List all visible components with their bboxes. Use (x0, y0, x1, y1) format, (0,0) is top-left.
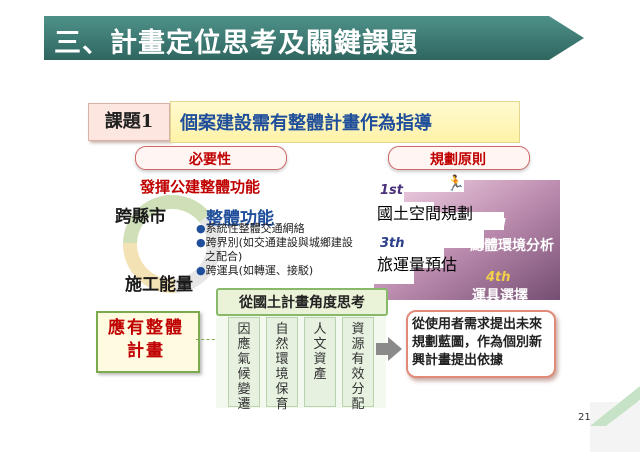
topic-statement: 個案建設需有整體計畫作為指導 (180, 113, 432, 134)
step-label-3: 旅運量預估 (377, 255, 458, 274)
list-item: ●跨運具(如轉運、接駁) (196, 264, 314, 277)
list-item: ●跨界別(如交通建設與城鄉建設之配合) (196, 236, 353, 263)
step-label-1: 國土空間規劃 (377, 204, 474, 223)
step-ordinal-3: 3th (380, 236, 405, 251)
necessity-subtitle: 發揮公建整體功能 (140, 178, 261, 196)
guidance-box (96, 311, 200, 373)
topic-statement-banner (170, 101, 520, 143)
step-ordinal-2: 2nd (478, 217, 506, 232)
title-bar (44, 16, 584, 60)
principle-header-pill (388, 146, 530, 170)
arrow-right-icon (376, 337, 402, 365)
staircase-graphic (374, 172, 560, 300)
circle-cross-county: 跨縣市 (115, 207, 166, 227)
slide-title: 三、計畫定位思考及關鍵課題 (54, 28, 418, 59)
guidance-text: 應有整體計畫 (108, 318, 184, 361)
page-number: 21 (578, 412, 591, 423)
step-label-2: 總體環境分析 (470, 238, 554, 254)
footer-corner (540, 386, 640, 456)
step-ordinal-1: 1st (380, 183, 403, 198)
list-item: ●系統性整體交通網絡 (196, 222, 305, 235)
step-label-4: 運具選擇 (472, 288, 528, 304)
principle-header: 規劃原則 (430, 152, 486, 168)
necessity-header: 必要性 (189, 152, 231, 168)
necessity-header-pill (135, 146, 287, 170)
national-view-header-box (216, 288, 388, 316)
step-ordinal-4: 4th (486, 270, 511, 285)
bullet-list: ●系統性整體交通網絡 ●跨界別(如交通建設與城鄉建設之配合) ●跨運具(如轉運、… (196, 222, 356, 278)
column-environment: 自然環境保育 (266, 317, 298, 412)
column-climate: 因應氣候變遷 (228, 317, 260, 412)
overall-function-title: 整體功能 (206, 209, 274, 229)
connector-line (196, 339, 220, 341)
column-heritage: 人文資產 (304, 317, 336, 407)
column-resources: 資源有效分配 (342, 317, 374, 412)
runner-icon: 🏃 (446, 174, 465, 192)
topic-tag: 課題1 (88, 103, 170, 141)
circle-construction-capacity: 施工能量 (125, 275, 193, 295)
conclusion-text: 從使用者需求提出未來規劃藍圖，作為個別新興計畫提出依據 (412, 317, 543, 368)
conclusion-box (406, 310, 556, 378)
national-view-header: 從國土計畫角度思考 (239, 295, 365, 311)
cycle-diagram (105, 188, 235, 298)
